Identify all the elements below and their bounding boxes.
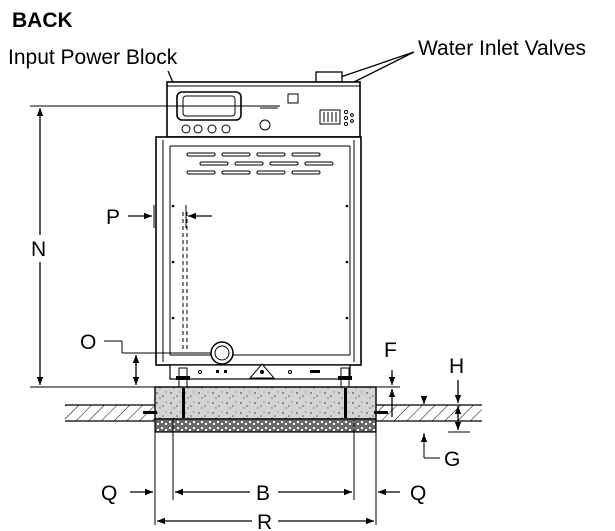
water-inlet-valves-label: Water Inlet Valves (418, 37, 586, 60)
dimension-q-right-label: Q (410, 482, 426, 505)
water-inlet-valves (259, 93, 299, 131)
dimension-b-label: B (256, 482, 270, 505)
appliance-body (155, 71, 362, 407)
view-title: BACK (12, 9, 73, 32)
dimension-r-label: R (257, 511, 272, 531)
input-power-block-label: Input Power Block (8, 46, 178, 69)
dimension-lines (30, 105, 470, 525)
dimension-q-left-label: Q (101, 482, 117, 505)
louvers (186, 152, 334, 175)
dimension-o-label: O (80, 331, 96, 354)
floor-and-base (65, 386, 482, 433)
dimension-n-label: N (31, 238, 46, 261)
dimension-f-label: F (384, 339, 397, 362)
dimension-g-label: G (444, 448, 460, 471)
dimension-p-label: P (106, 206, 120, 229)
dimension-h-label: H (449, 355, 464, 378)
